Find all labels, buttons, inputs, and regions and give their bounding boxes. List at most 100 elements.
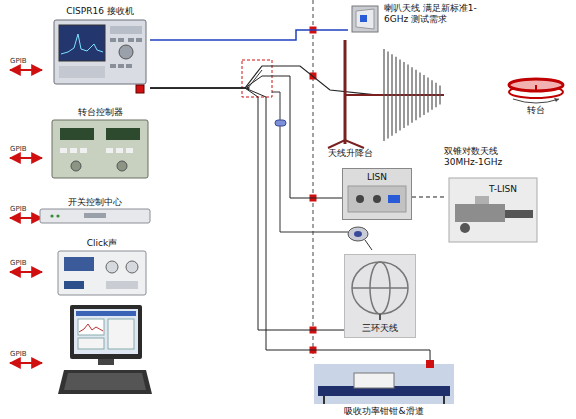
shape-circle bbox=[119, 45, 133, 59]
shape-line bbox=[411, 67, 412, 123]
shape-rect bbox=[352, 6, 378, 32]
shape-rect bbox=[314, 364, 454, 404]
shape-circle bbox=[50, 214, 53, 217]
device-label: 天线升降台 bbox=[322, 148, 378, 159]
window-bar bbox=[76, 311, 136, 316]
shape-rect bbox=[60, 128, 94, 140]
device-label: 双锥对数天线 30MHz-1GHz bbox=[444, 146, 524, 168]
keyboard-keys bbox=[64, 373, 146, 390]
device-node: 转台控制器 bbox=[50, 106, 150, 182]
device-node: 开关控制中心 bbox=[38, 196, 152, 226]
gpib-arrow bbox=[10, 69, 42, 71]
shape-circle bbox=[106, 261, 118, 273]
shape-rect bbox=[360, 15, 367, 22]
keyboard bbox=[58, 370, 152, 394]
shape-line bbox=[435, 83, 436, 107]
device-label: 转台 bbox=[505, 105, 567, 116]
monitor-stand bbox=[98, 359, 114, 365]
shape-rect bbox=[52, 120, 148, 178]
shape-line bbox=[323, 396, 325, 404]
window-pane bbox=[78, 338, 104, 349]
shape-rect bbox=[118, 38, 124, 42]
gpib-arrow bbox=[10, 157, 42, 159]
shape-rect bbox=[59, 66, 105, 78]
shape-rect bbox=[136, 85, 144, 93]
device-node: 双锥对数天线 30MHz-1GHz bbox=[378, 40, 526, 172]
shape-rect bbox=[110, 64, 116, 68]
shape-rect bbox=[70, 148, 77, 153]
shape-rect bbox=[343, 169, 412, 220]
shape-rect bbox=[59, 25, 105, 61]
shape-line bbox=[423, 75, 424, 115]
shape-rect bbox=[126, 64, 132, 68]
device-node: 转台 bbox=[505, 72, 567, 118]
current-probe bbox=[348, 227, 368, 241]
shape-line bbox=[431, 80, 432, 110]
shape-rect bbox=[126, 148, 133, 153]
shape-rect bbox=[455, 204, 505, 222]
cable-connector bbox=[412, 196, 445, 197]
shape-rect bbox=[475, 196, 489, 204]
shape-rect bbox=[106, 148, 113, 153]
device-picture bbox=[50, 4, 150, 98]
shape-rect bbox=[118, 64, 124, 68]
device-node: T-LISN bbox=[445, 174, 541, 246]
shape-line bbox=[407, 65, 408, 126]
monitor-frame bbox=[70, 305, 142, 359]
shape-line bbox=[439, 85, 440, 104]
shape-line bbox=[399, 59, 400, 130]
device-label: T-LISN bbox=[489, 184, 537, 195]
shape-path bbox=[554, 98, 559, 102]
shape-rect bbox=[128, 38, 134, 42]
device-label: Click声 bbox=[56, 238, 148, 249]
device-label: 三环天线 bbox=[344, 323, 416, 334]
shape-polygon bbox=[356, 9, 374, 29]
bus-label: GPIB bbox=[10, 56, 27, 67]
shape-circle bbox=[126, 261, 138, 273]
gpib-arrow bbox=[10, 362, 42, 364]
device-label: LISN bbox=[342, 172, 412, 183]
shape-circle bbox=[460, 223, 470, 233]
shape-rect bbox=[110, 38, 116, 42]
shape-line bbox=[415, 70, 416, 120]
shape-rect bbox=[505, 210, 533, 218]
shape-rect bbox=[116, 148, 123, 153]
switch-blade bbox=[248, 70, 262, 88]
shape-rect bbox=[64, 281, 84, 289]
bus-label: GPIB bbox=[10, 258, 27, 269]
gpib-arrow bbox=[10, 271, 42, 273]
cable-connector bbox=[150, 30, 348, 40]
shape-rect bbox=[84, 213, 106, 218]
shape-circle bbox=[56, 214, 59, 217]
device-node: LISN bbox=[342, 168, 412, 220]
shape-rect bbox=[388, 195, 400, 203]
shape-ellipse bbox=[352, 262, 408, 314]
shape-circle bbox=[373, 195, 381, 203]
bus-label: GPIB bbox=[10, 144, 27, 155]
shape-line bbox=[383, 49, 384, 141]
device-label: 喇叭天线 满足新标准1-6GHz 测试需求 bbox=[384, 3, 484, 25]
shape-circle bbox=[356, 195, 364, 203]
shape-circle bbox=[71, 161, 81, 171]
shape-ellipse bbox=[509, 79, 563, 91]
shape-rect bbox=[354, 373, 394, 388]
device-label: CISPR16 接收机 bbox=[50, 6, 150, 17]
shape-line bbox=[395, 57, 396, 133]
shape-path bbox=[513, 99, 559, 103]
window-pane bbox=[78, 319, 104, 335]
shape-rect bbox=[40, 209, 150, 223]
device-node: 三环天线 bbox=[344, 254, 416, 338]
shape-line bbox=[403, 62, 404, 128]
bus-label: GPIB bbox=[10, 349, 27, 360]
shape-line bbox=[535, 85, 537, 92]
shape-rect bbox=[348, 186, 406, 212]
device-node: CISPR16 接收机 bbox=[50, 4, 150, 98]
chamber-wall-line bbox=[313, 0, 314, 358]
shape-rect bbox=[64, 257, 94, 271]
shape-line bbox=[352, 287, 408, 289]
shape-polyline bbox=[61, 34, 103, 54]
probe-lead bbox=[365, 240, 372, 250]
computer-picture bbox=[58, 305, 152, 394]
device-label: 吸收功率钳钳&滑道 bbox=[314, 406, 454, 417]
shape-line bbox=[344, 40, 347, 144]
